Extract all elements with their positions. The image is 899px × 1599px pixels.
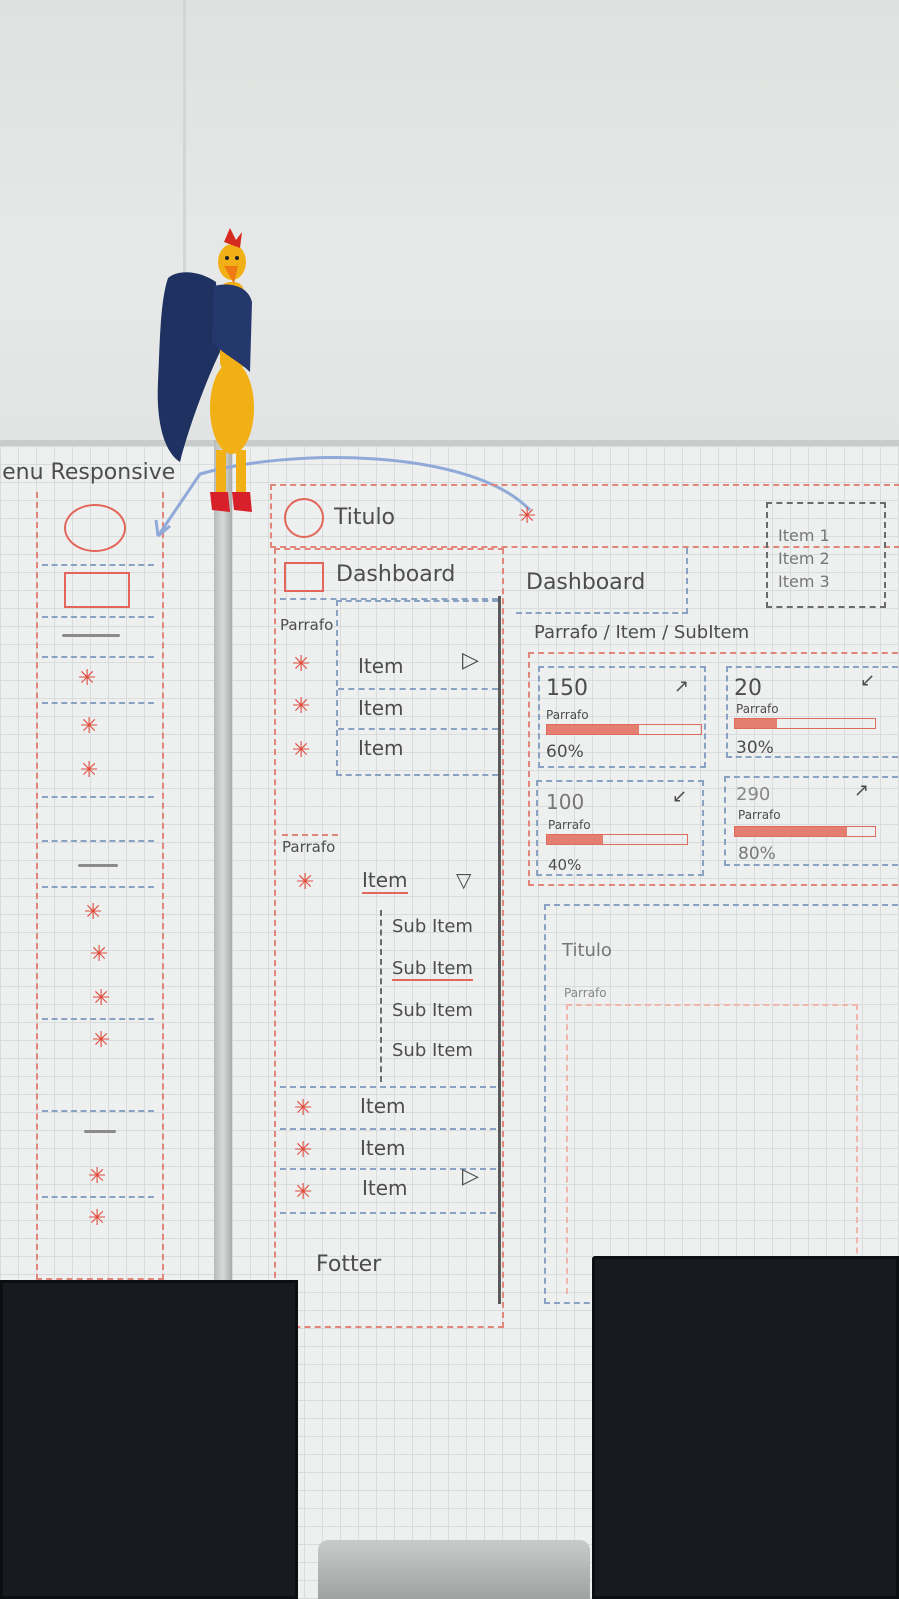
wall bbox=[0, 0, 899, 445]
item-asterisk-icon: ✳ bbox=[294, 1180, 313, 1205]
sidebar-dashboard[interactable]: Dashboard bbox=[336, 562, 456, 587]
stat-label: Parrafo bbox=[548, 818, 591, 832]
stat-card bbox=[724, 776, 898, 866]
sidebar-item[interactable]: Item bbox=[360, 1136, 406, 1160]
sidebar-group2-label: Parrafo bbox=[282, 838, 336, 856]
rubber-chicken-toy bbox=[157, 228, 254, 512]
sidebar-sub-item[interactable]: Sub Item bbox=[392, 916, 473, 937]
stat-card bbox=[538, 666, 706, 768]
board-tray bbox=[318, 1540, 590, 1599]
separator-icon bbox=[78, 864, 118, 867]
sidebar-sub-item[interactable]: Sub Item bbox=[392, 958, 473, 981]
asterisk-icon: ✳ bbox=[84, 900, 103, 925]
sidebar-group1-label: Parrafo bbox=[280, 616, 334, 634]
sidebar-footer: Fotter bbox=[316, 1252, 382, 1277]
progress-fill bbox=[547, 835, 603, 844]
menu-asterisk-icon: ✳ bbox=[518, 504, 537, 529]
asterisk-icon: ✳ bbox=[88, 1206, 107, 1231]
dashboard-icon bbox=[284, 562, 324, 592]
stat-value: 150 bbox=[546, 676, 588, 701]
expand-triangle-icon[interactable]: ▷ bbox=[462, 1164, 479, 1189]
stat-card bbox=[536, 780, 704, 876]
dropdown-item[interactable]: Item 3 bbox=[778, 572, 830, 591]
page-title-frame bbox=[516, 548, 688, 614]
sidebar-item[interactable]: Item bbox=[358, 736, 404, 760]
item-asterisk-icon: ✳ bbox=[292, 738, 311, 763]
item-asterisk-icon: ✳ bbox=[294, 1138, 313, 1163]
monitor-right bbox=[592, 1256, 899, 1599]
sidebar-items-frame bbox=[336, 600, 498, 776]
breadcrumb: Parrafo / Item / SubItem bbox=[534, 622, 750, 643]
progress-bar bbox=[734, 826, 876, 837]
sidebar-item[interactable]: Item bbox=[362, 1176, 408, 1200]
progress-bar bbox=[546, 834, 688, 845]
sidebar-item[interactable]: Item bbox=[358, 654, 404, 678]
panel-inner-frame bbox=[566, 1004, 858, 1294]
item-asterisk-icon: ✳ bbox=[292, 694, 311, 719]
subitems-frame bbox=[380, 910, 496, 1082]
responsive-menu-frame bbox=[36, 492, 164, 1280]
stat-value: 100 bbox=[546, 790, 585, 814]
progress-bar bbox=[734, 718, 876, 729]
asterisk-icon: ✳ bbox=[92, 1028, 111, 1053]
stat-percent: 60% bbox=[546, 742, 584, 762]
stat-label: Parrafo bbox=[736, 702, 779, 716]
progress-fill bbox=[735, 719, 777, 728]
dropdown-item[interactable]: Item 2 bbox=[778, 549, 830, 568]
monitor-left bbox=[0, 1280, 298, 1599]
panel-title: Titulo bbox=[562, 940, 612, 961]
cards-frame bbox=[528, 652, 899, 886]
sidebar-sub-item[interactable]: Sub Item bbox=[392, 1000, 473, 1021]
responsive-menu-title: lenu Responsive bbox=[0, 460, 176, 485]
stat-percent: 40% bbox=[548, 856, 582, 874]
page-title: Dashboard bbox=[526, 570, 646, 595]
sidebar-sub-item[interactable]: Sub Item bbox=[392, 1040, 473, 1061]
trend-arrow-icon: ↗ bbox=[854, 780, 870, 801]
item-asterisk-icon: ✳ bbox=[296, 870, 315, 895]
panel-text: Parrafo bbox=[564, 986, 607, 1000]
trend-arrow-icon: ↗ bbox=[674, 676, 690, 697]
separator-icon bbox=[62, 634, 120, 637]
asterisk-icon: ✳ bbox=[88, 1164, 107, 1189]
stat-label: Parrafo bbox=[738, 808, 781, 822]
header-frame bbox=[270, 484, 899, 548]
item-asterisk-icon: ✳ bbox=[294, 1096, 313, 1121]
item-asterisk-icon: ✳ bbox=[292, 652, 311, 677]
collapse-triangle-icon[interactable]: ▽ bbox=[456, 868, 472, 892]
sidebar-item[interactable]: Item bbox=[358, 696, 404, 720]
stat-card bbox=[726, 666, 898, 758]
trend-arrow-icon: ↙ bbox=[860, 670, 876, 691]
sidebar-item[interactable]: Item bbox=[360, 1094, 406, 1118]
dropdown-item[interactable]: Item 1 bbox=[778, 526, 830, 545]
progress-bar bbox=[546, 724, 702, 735]
progress-fill bbox=[735, 827, 847, 836]
wall-seam bbox=[183, 0, 186, 440]
menu-rect-icon bbox=[64, 572, 130, 608]
stat-value: 20 bbox=[734, 676, 762, 701]
stat-label: Parrafo bbox=[546, 708, 589, 722]
progress-fill bbox=[547, 725, 640, 734]
sidebar-expand-item[interactable]: Item bbox=[362, 868, 408, 894]
expand-triangle-icon[interactable]: ▷ bbox=[462, 648, 479, 673]
stat-value: 290 bbox=[736, 784, 771, 805]
asterisk-icon: ✳ bbox=[80, 758, 99, 783]
logo-circle-icon bbox=[64, 504, 126, 552]
sidebar-frame bbox=[274, 548, 504, 1328]
stat-percent: 30% bbox=[736, 738, 774, 758]
logo-circle-icon bbox=[284, 498, 324, 538]
trend-arrow-icon: ↙ bbox=[672, 786, 688, 807]
asterisk-icon: ✳ bbox=[80, 714, 99, 739]
dropdown-menu[interactable] bbox=[766, 502, 886, 608]
asterisk-icon: ✳ bbox=[90, 942, 109, 967]
separator-icon bbox=[84, 1130, 116, 1133]
sidebar-scrollbar[interactable] bbox=[498, 596, 501, 1304]
asterisk-icon: ✳ bbox=[92, 986, 111, 1011]
asterisk-icon: ✳ bbox=[78, 666, 97, 691]
header-title: Titulo bbox=[334, 505, 396, 530]
stat-percent: 80% bbox=[738, 844, 776, 864]
